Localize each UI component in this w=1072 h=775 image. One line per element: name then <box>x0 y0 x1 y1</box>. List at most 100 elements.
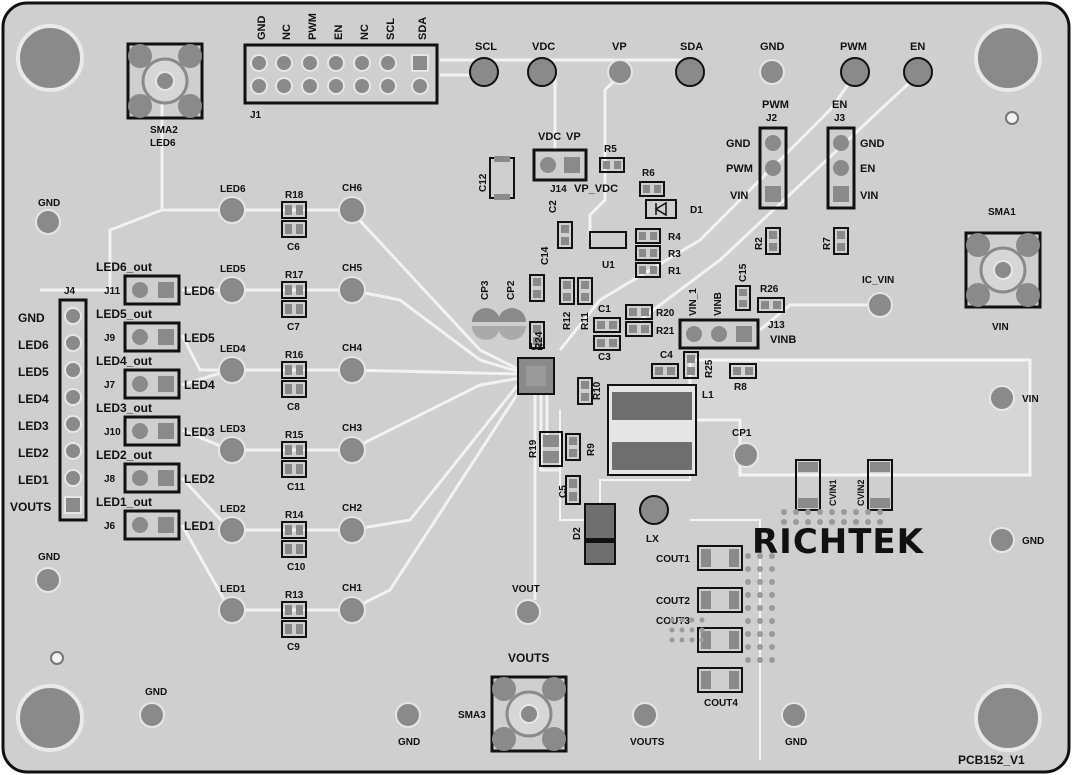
gnd-testpoints <box>35 209 1015 728</box>
u1-label: U1 <box>602 260 615 271</box>
gnd-label: GND <box>1022 536 1044 547</box>
passive-component: R2 <box>754 227 781 255</box>
d2-label: D2 <box>572 527 583 540</box>
ch-testpoint <box>338 516 366 544</box>
ic-vin-label: IC_VIN <box>862 275 894 286</box>
capacitor <box>281 380 307 398</box>
via <box>769 592 775 598</box>
via <box>853 509 859 515</box>
testpoint-label: PWM <box>840 41 867 53</box>
jumper-led-label: LED5 <box>184 331 215 345</box>
j3-pin-label: VIN <box>860 190 878 202</box>
cap-label: C8 <box>287 402 300 413</box>
j13-net: VINB <box>770 334 796 346</box>
connector-j14: VDC VP J14 VP_VDC <box>532 131 618 195</box>
passive-label: R19 <box>528 439 539 458</box>
passive-component: R3 <box>635 245 681 261</box>
via <box>745 631 751 637</box>
ch-label: CH5 <box>342 263 362 274</box>
diode-d2: D2 <box>572 503 616 565</box>
passive-label: C3 <box>598 352 611 363</box>
via <box>745 553 751 559</box>
via <box>769 566 775 572</box>
gnd-label: GND <box>785 737 807 748</box>
passive-label: R7 <box>822 237 833 250</box>
testpoint-label: SCL <box>475 41 497 53</box>
richtek-logo: RICHTEK <box>752 522 925 562</box>
cout-label: COUT2 <box>656 596 690 607</box>
via <box>699 637 705 643</box>
jumper-out-label: LED4_out <box>96 354 152 368</box>
j4-pin <box>64 442 82 460</box>
via <box>757 566 763 572</box>
resistor <box>281 361 307 379</box>
passive-component: R25 <box>683 351 715 379</box>
led-label: LED5 <box>220 264 246 275</box>
sma2-label: SMA2 <box>150 125 178 136</box>
j1-pin-label: SDA <box>417 17 429 40</box>
passive-label: C14 <box>540 246 551 265</box>
passive-label: R12 <box>562 311 573 330</box>
via <box>769 657 775 663</box>
via <box>769 631 775 637</box>
led-label: LED6 <box>220 184 246 195</box>
passive-component: R12 <box>559 277 575 330</box>
c12-label: C12 <box>478 173 489 192</box>
via <box>757 657 763 663</box>
j14-label: VDC <box>538 131 561 143</box>
gnd-label: GND <box>38 552 60 563</box>
connector-j2: PWM J2 GND PWM VIN <box>726 99 789 210</box>
resistor <box>281 281 307 299</box>
ch-testpoint <box>338 436 366 464</box>
via <box>745 566 751 572</box>
j1-pin-label: NC <box>359 24 371 40</box>
testpoint-label: VP <box>612 41 627 53</box>
passive-label: R21 <box>656 326 675 337</box>
ch-label: CH6 <box>342 183 362 194</box>
via <box>781 509 787 515</box>
j2-title: PWM <box>762 99 789 111</box>
via <box>679 617 685 623</box>
j13-label: VINB <box>713 292 724 316</box>
res-label: R18 <box>285 190 304 201</box>
j2-ref: J2 <box>766 113 778 124</box>
via-field <box>669 509 883 663</box>
gnd-label: GND <box>38 198 60 209</box>
passive-component: C14 <box>529 246 551 302</box>
j4-pin <box>64 469 82 487</box>
resistor <box>281 201 307 219</box>
jumper-led-label: LED2 <box>184 472 215 486</box>
res-label: R15 <box>285 430 304 441</box>
board-name: PCB152_V1 <box>958 753 1025 767</box>
jumper-out-label: LED3_out <box>96 401 152 415</box>
cap-label: C9 <box>287 642 300 653</box>
cap-label: C10 <box>287 562 306 573</box>
jumper-ref: J7 <box>104 380 116 391</box>
via <box>769 605 775 611</box>
connector-j13: VIN_1 VINB J13 VINB <box>678 288 796 350</box>
via <box>793 509 799 515</box>
via <box>745 618 751 624</box>
passive-label: C5 <box>558 485 569 498</box>
j13-ref: J13 <box>768 320 785 331</box>
via <box>769 644 775 650</box>
sma1-label: SMA1 <box>988 207 1016 218</box>
vout-label: VOUT <box>512 584 540 595</box>
via <box>745 644 751 650</box>
capacitor <box>281 620 307 638</box>
passive-label: R9 <box>586 443 597 456</box>
j4-pin-label: GND <box>18 311 45 325</box>
j2-pin-label: PWM <box>726 163 753 175</box>
j3-pin-label: EN <box>860 163 875 175</box>
jumper-led-label: LED4 <box>184 378 215 392</box>
res-label: R16 <box>285 350 304 361</box>
mounting-hole <box>974 24 1042 92</box>
led-label: LED4 <box>220 344 246 355</box>
jumper-out-label: LED5_out <box>96 307 152 321</box>
